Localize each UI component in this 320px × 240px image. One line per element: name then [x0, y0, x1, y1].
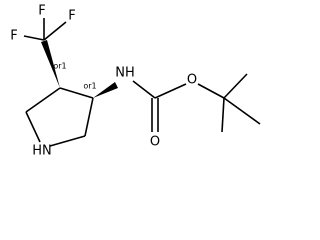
bond-c-f-left [23, 35, 45, 41]
structure-canvas: F F F NH O O HN or1 or1 [10, 3, 261, 159]
bond-cq-me-top [223, 73, 248, 99]
bond-nh-carbonyl-c [132, 80, 156, 99]
bond-c4-c3 [59, 87, 94, 99]
stereo-label-c-cf3: or1 [53, 62, 66, 71]
wedge-bond-c4-cf3 [41, 40, 60, 88]
bond-c-f-top-right [43, 21, 67, 41]
atom-o-carbonyl: O [150, 135, 160, 150]
stereo-label-c-nh: or1 [83, 82, 96, 91]
atom-nh-amide: NH [115, 66, 135, 81]
atom-o-ester: O [187, 73, 197, 88]
bond-cq-me-right [223, 97, 261, 125]
atom-f-left: F [10, 29, 17, 44]
atom-nh-ring: HN [32, 144, 52, 159]
atom-f-top: F [38, 4, 45, 19]
bond-n1-c5 [25, 111, 41, 143]
wedge-bond-c3-nh [93, 82, 118, 98]
bond-o-ester-cq [197, 83, 225, 99]
molecule-drawing: F F F NH O O HN or1 or1 [10, 4, 261, 159]
bond-carbonyl-c-o-ester [154, 83, 187, 99]
bond-cq-me-bottom [221, 97, 225, 133]
bond-c2-n1 [49, 135, 86, 147]
bond-c3-c2 [84, 97, 94, 137]
atom-f-top-right: F [68, 9, 75, 24]
bond-c5-c4 [25, 87, 61, 113]
